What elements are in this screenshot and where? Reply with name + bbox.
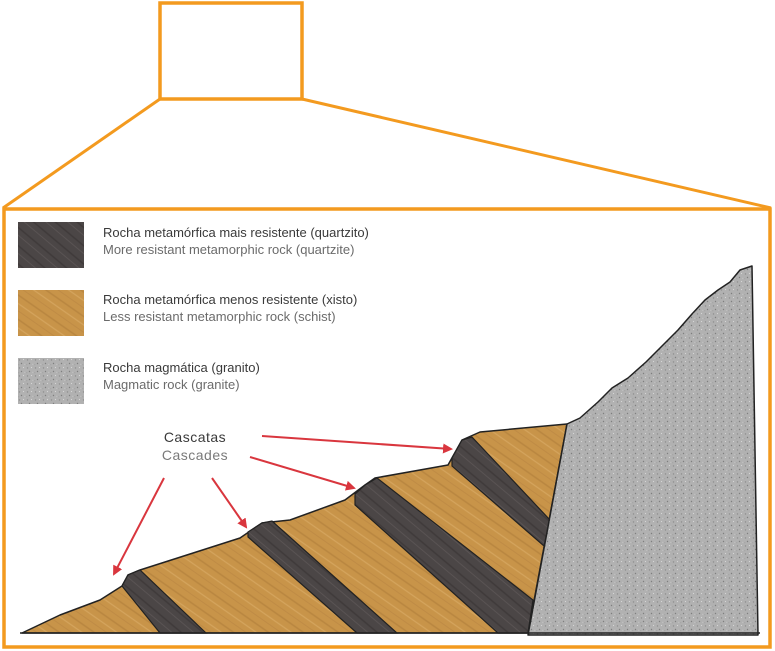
legend-label-pt: Rocha metamórfica menos resistente (xist…	[103, 292, 358, 307]
legend-label-en: More resistant metamorphic rock (quartzi…	[103, 242, 355, 257]
legend-item-granite: Rocha magmática (granito) Magmatic rock …	[103, 359, 260, 393]
legend-label-en: Magmatic rock (granite)	[103, 377, 240, 392]
cascade-arrow-3	[249, 456, 356, 491]
zoom-source-box	[158, 1, 304, 101]
legend-label-pt: Rocha metamórfica mais resistente (quart…	[103, 225, 369, 240]
legend-label-pt: Rocha magmática (granito)	[103, 360, 260, 375]
quartzite-swatch	[18, 222, 84, 268]
legend-item-schist: Rocha metamórfica menos resistente (xist…	[103, 291, 357, 325]
quartzite-band-3	[354, 477, 534, 634]
legend-label-en: Less resistant metamorphic rock (schist)	[103, 309, 336, 324]
zoom-line-left	[2, 97, 161, 210]
schist-layer	[21, 423, 568, 634]
legend-item-quartzite: Rocha metamórfica mais resistente (quart…	[103, 224, 369, 258]
cascade-arrow-2	[211, 477, 248, 529]
quartzite-band-1	[121, 569, 208, 634]
cascade-arrow-1	[113, 477, 165, 576]
cascade-arrow-4	[261, 435, 453, 454]
schist-swatch	[18, 290, 84, 336]
zoom-line-right	[301, 97, 772, 210]
granite-layer	[527, 265, 759, 636]
callout-label-en: Cascades	[161, 447, 229, 463]
cascades-callout: Cascatas Cascades	[140, 428, 250, 464]
granite-swatch	[18, 358, 84, 404]
callout-label-pt: Cascatas	[163, 429, 227, 445]
